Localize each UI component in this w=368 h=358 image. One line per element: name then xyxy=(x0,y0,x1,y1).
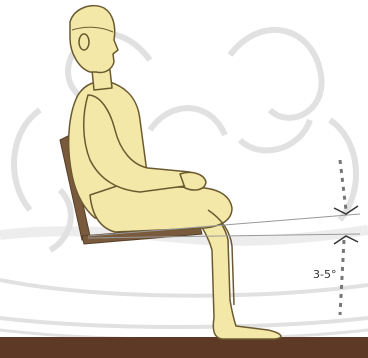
figure-ear xyxy=(79,34,89,50)
angle-label: 3-5° xyxy=(313,268,336,281)
floor xyxy=(0,337,368,358)
seated-figure xyxy=(69,6,281,339)
figure-head xyxy=(70,6,118,73)
dashed-vertical-lower xyxy=(340,240,344,315)
dashed-vertical-upper xyxy=(340,160,346,210)
figure-thigh xyxy=(90,185,232,232)
